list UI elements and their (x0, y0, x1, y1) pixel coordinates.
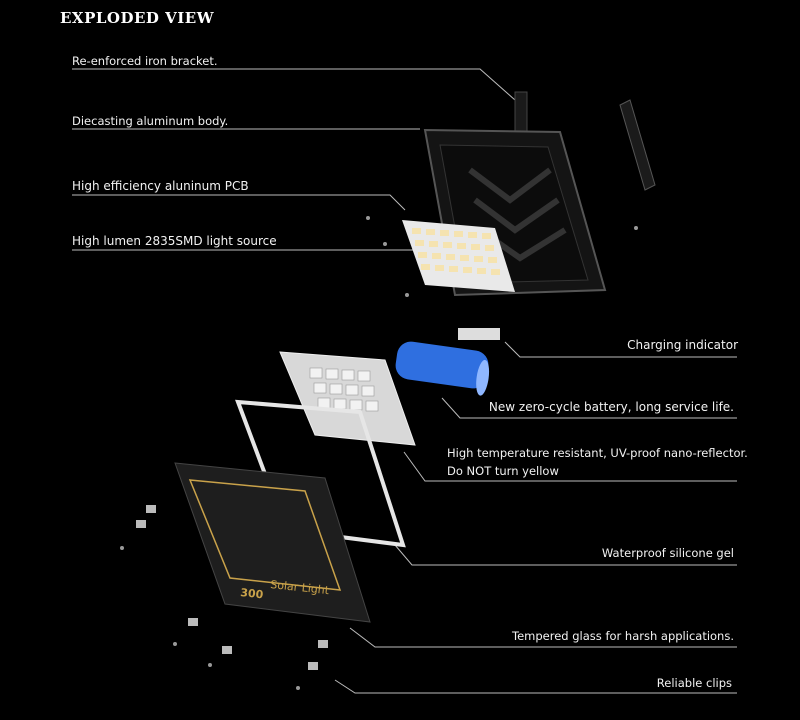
label-battery: New zero-cycle battery, long service lif… (488, 400, 734, 414)
battery (395, 341, 490, 396)
label-bracket: Re-enforced iron bracket. (72, 54, 218, 68)
clips (136, 505, 328, 670)
label-reflector-line2: Do NOT turn yellow (447, 464, 559, 478)
label-reflector-line1: High temperature resistant, UV-proof nan… (447, 446, 748, 460)
iron-bracket (514, 91, 656, 191)
label-clips: Reliable clips (656, 676, 732, 690)
label-glass: Tempered glass for harsh applications. (512, 629, 734, 643)
nano-reflector (279, 351, 416, 446)
glass-brand-text: Solar Light (270, 578, 331, 597)
label-pcb: High efficiency aluninum PCB (72, 179, 249, 193)
label-silicone: Waterproof silicone gel (601, 546, 734, 560)
label-body: Diecasting aluminum body. (72, 114, 229, 128)
leader-lines (72, 68, 737, 694)
page-title: EXPLODED VIEW (60, 9, 215, 27)
glass-power-text: 300 (240, 586, 265, 601)
label-light-source: High lumen 2835SMD light source (72, 234, 277, 248)
screws (120, 216, 638, 690)
tempered-glass: Solar Light 300 (174, 462, 371, 623)
charging-indicator-board (458, 328, 500, 340)
led-pcb (402, 220, 515, 292)
label-charging: Charging indicator (627, 338, 738, 352)
